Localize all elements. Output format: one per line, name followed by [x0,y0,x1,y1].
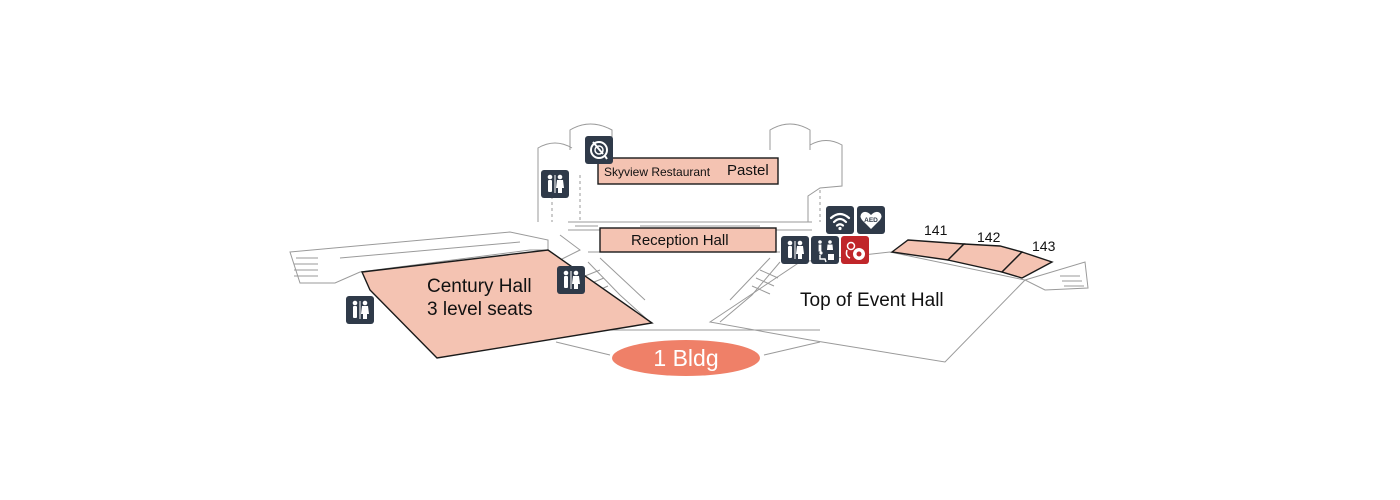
restroom-icon[interactable] [346,296,374,324]
restroom-icon[interactable] [541,170,569,198]
wifi-icon[interactable] [826,206,854,234]
restaurant-small-label: Skyview Restaurant [604,165,711,179]
reception-room[interactable] [599,227,777,253]
century-seats-label: 3 level seats [427,299,533,320]
aed-icon[interactable]: AED [857,206,885,234]
upper-dashed [537,160,821,222]
center-rows [579,269,779,295]
dome-left-2 [537,142,573,158]
event-hall-label: Top of Event Hall [800,290,944,311]
restaurant-room[interactable] [597,157,779,185]
right-stairs [1060,275,1084,287]
century-hall-label: Century Hall [427,276,532,297]
accessible-restroom-icon[interactable] [811,236,839,264]
left-wing [289,231,549,284]
restroom-icon[interactable] [781,236,809,264]
room-142-label: 142 [977,229,1001,245]
building-badge[interactable]: 1 Bldg [612,340,760,376]
room-142-shape[interactable] [946,243,1024,273]
left-wing-line [339,234,581,261]
room-143-shape[interactable] [1000,251,1054,279]
building-label: 1 Bldg [653,344,719,371]
left-stairs [294,257,318,277]
room-141-label: 141 [924,222,948,238]
dome-right-2 [809,140,843,156]
right-wing [1023,261,1089,291]
restaurant-name-label: Pastel [727,162,769,179]
reception-hall-label: Reception Hall [631,232,729,249]
restroom-icon[interactable] [557,266,585,294]
dome-right [769,123,811,150]
aed-text: AED [864,217,878,224]
restaurant-icon[interactable] [585,136,613,164]
dome-left [569,123,613,150]
room-143-label: 143 [1032,238,1056,254]
nursing-room-icon[interactable] [841,236,869,264]
